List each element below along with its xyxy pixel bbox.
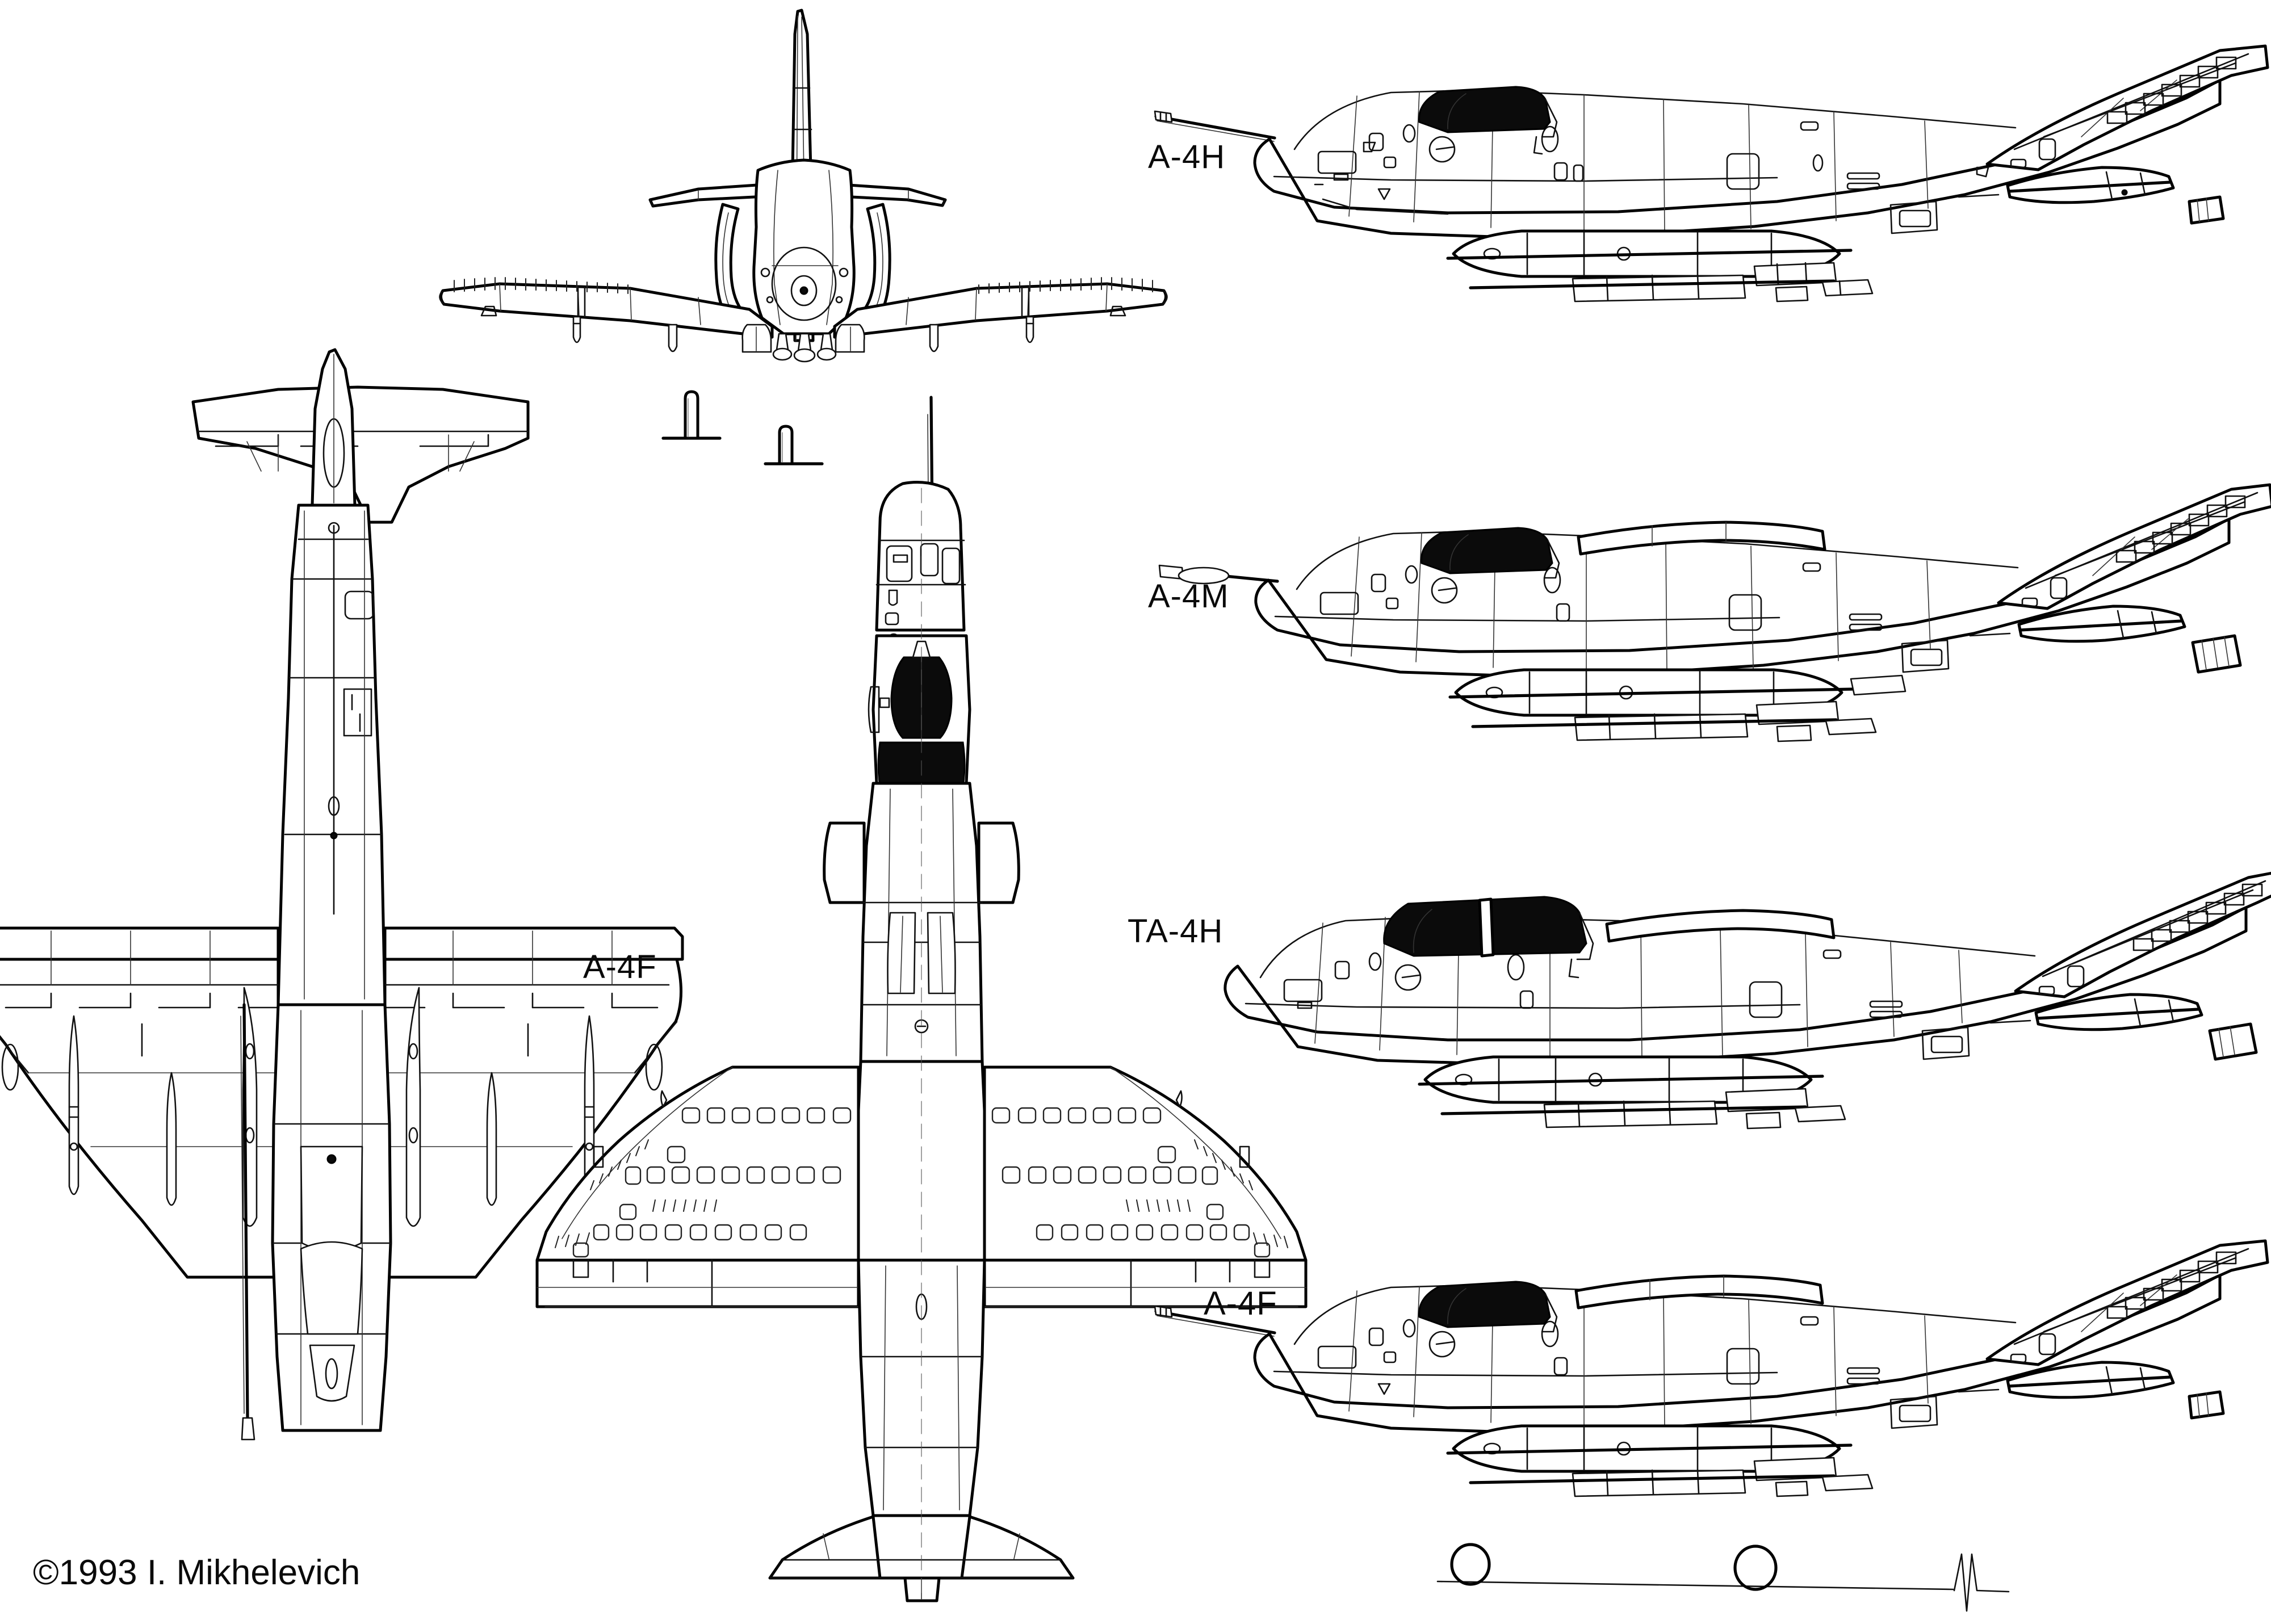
a4f-dorsal-hump [1574, 1274, 1824, 1310]
a4h-horizontal-stabilizer [2006, 166, 2175, 204]
plan-horizontal-stabilizer [191, 385, 530, 524]
a4m-rudder-hinges [2115, 495, 2246, 563]
ta4h-fuselage [1224, 905, 2248, 1065]
fin-cross-section-detail-large [659, 386, 829, 488]
plan-wing [0, 926, 684, 1279]
front-view-fuselage [752, 158, 856, 335]
a4m-stores [1448, 668, 1907, 742]
a4h-rudder-hinges [2106, 56, 2237, 124]
side-view-a4m [1153, 443, 2271, 795]
front-view-wingtip-detail [439, 289, 1168, 317]
a4f-canopy [1418, 1281, 1558, 1333]
datum-tick [1953, 1553, 2010, 1612]
copyright-notice: ©1993 I. Mikhelevich [33, 1553, 361, 1592]
a4h-refuelling-probe [1154, 110, 1276, 142]
a4f-stores [1446, 1424, 1874, 1497]
a4h-vertical-fin [1976, 44, 2269, 178]
label-bottom-plan-view-a4f: A-4F [583, 949, 657, 985]
a4f-horizontal-stabilizer [2006, 1361, 2175, 1399]
ta4h-rudder-hinges [2132, 883, 2263, 951]
a4m-dorsal-hump [1577, 521, 1826, 556]
top-plan-view [0, 335, 710, 1447]
ground-datum-line [1436, 1580, 1954, 1591]
nose-wheel-circle [1450, 1543, 1491, 1586]
front-view-wing-stores [572, 316, 1034, 353]
front-view [431, 0, 1170, 363]
a4h-fuselage [1253, 78, 2222, 238]
a4f-rudder-hinges [2106, 1251, 2237, 1319]
bottom-plan-tailcone [903, 1576, 941, 1602]
plan-wing-fences [1, 1023, 663, 1091]
side-view-a4h [1153, 31, 2271, 360]
a4m-fuselage [1254, 517, 2231, 677]
ta4h-stores [1418, 1055, 1846, 1130]
a4m-canopy [1421, 527, 1560, 579]
a4f-landing-gear-doors [1889, 1388, 2000, 1429]
ta4h-tandem-canopy [1383, 896, 1594, 979]
a4f-fuselage [1253, 1273, 2222, 1433]
wing-rivet-lines [555, 1139, 1288, 1248]
label-side-view-a4m: A-4M [1148, 578, 1229, 615]
a4f-jet-pipe [2188, 1390, 2225, 1420]
plan-forward-fuselage [271, 1003, 392, 1432]
bottom-plan-view [483, 392, 1308, 1602]
plan-refuelling-probe [240, 1003, 255, 1441]
wing-access-panels-left [572, 1107, 852, 1258]
a4h-landing-gear-doors [1889, 194, 2000, 234]
plan-fin-base [311, 348, 357, 507]
label-side-view-ta4h: TA-4H [1128, 913, 1224, 950]
ground-line-detail [1374, 1527, 2010, 1618]
a4m-horizontal-stabilizer [2017, 605, 2186, 643]
front-view-landing-gear [772, 333, 837, 363]
ta4h-dorsal-hump [1605, 909, 1836, 943]
a4m-nose-probe [1158, 564, 1279, 585]
main-wheel-circle [1733, 1545, 1778, 1591]
bottom-plan-nose [875, 481, 966, 645]
a4m-jet-pipe [2191, 634, 2242, 674]
label-side-view-a4h: A-4H [1148, 139, 1226, 175]
strake-section-1 [661, 390, 722, 440]
label-side-view-a4f: A-4F [1204, 1285, 1277, 1322]
a4f-refuelling-probe [1154, 1305, 1276, 1337]
a4h-jet-pipe [2188, 195, 2225, 225]
ta4h-landing-gear-doors [1921, 1019, 2031, 1060]
front-view-wings [439, 277, 1167, 339]
wing-access-panels-right [991, 1107, 1271, 1258]
side-view-ta4h [1153, 817, 2271, 1181]
side-view-a4f [1153, 1203, 2271, 1555]
plan-rear-fuselage [276, 503, 387, 1006]
a4h-canopy [1418, 86, 1558, 155]
a4m-landing-gear-doors [1901, 632, 2011, 673]
ta4h-horizontal-stabilizer [2034, 993, 2203, 1031]
ta4h-vertical-fin [2014, 871, 2271, 998]
ta4h-jet-pipe [2208, 1022, 2258, 1061]
a4m-vertical-fin [1997, 483, 2271, 610]
a4f-vertical-fin [1985, 1239, 2269, 1366]
a4h-stores [1446, 229, 1874, 303]
strake-section-2 [764, 425, 824, 465]
